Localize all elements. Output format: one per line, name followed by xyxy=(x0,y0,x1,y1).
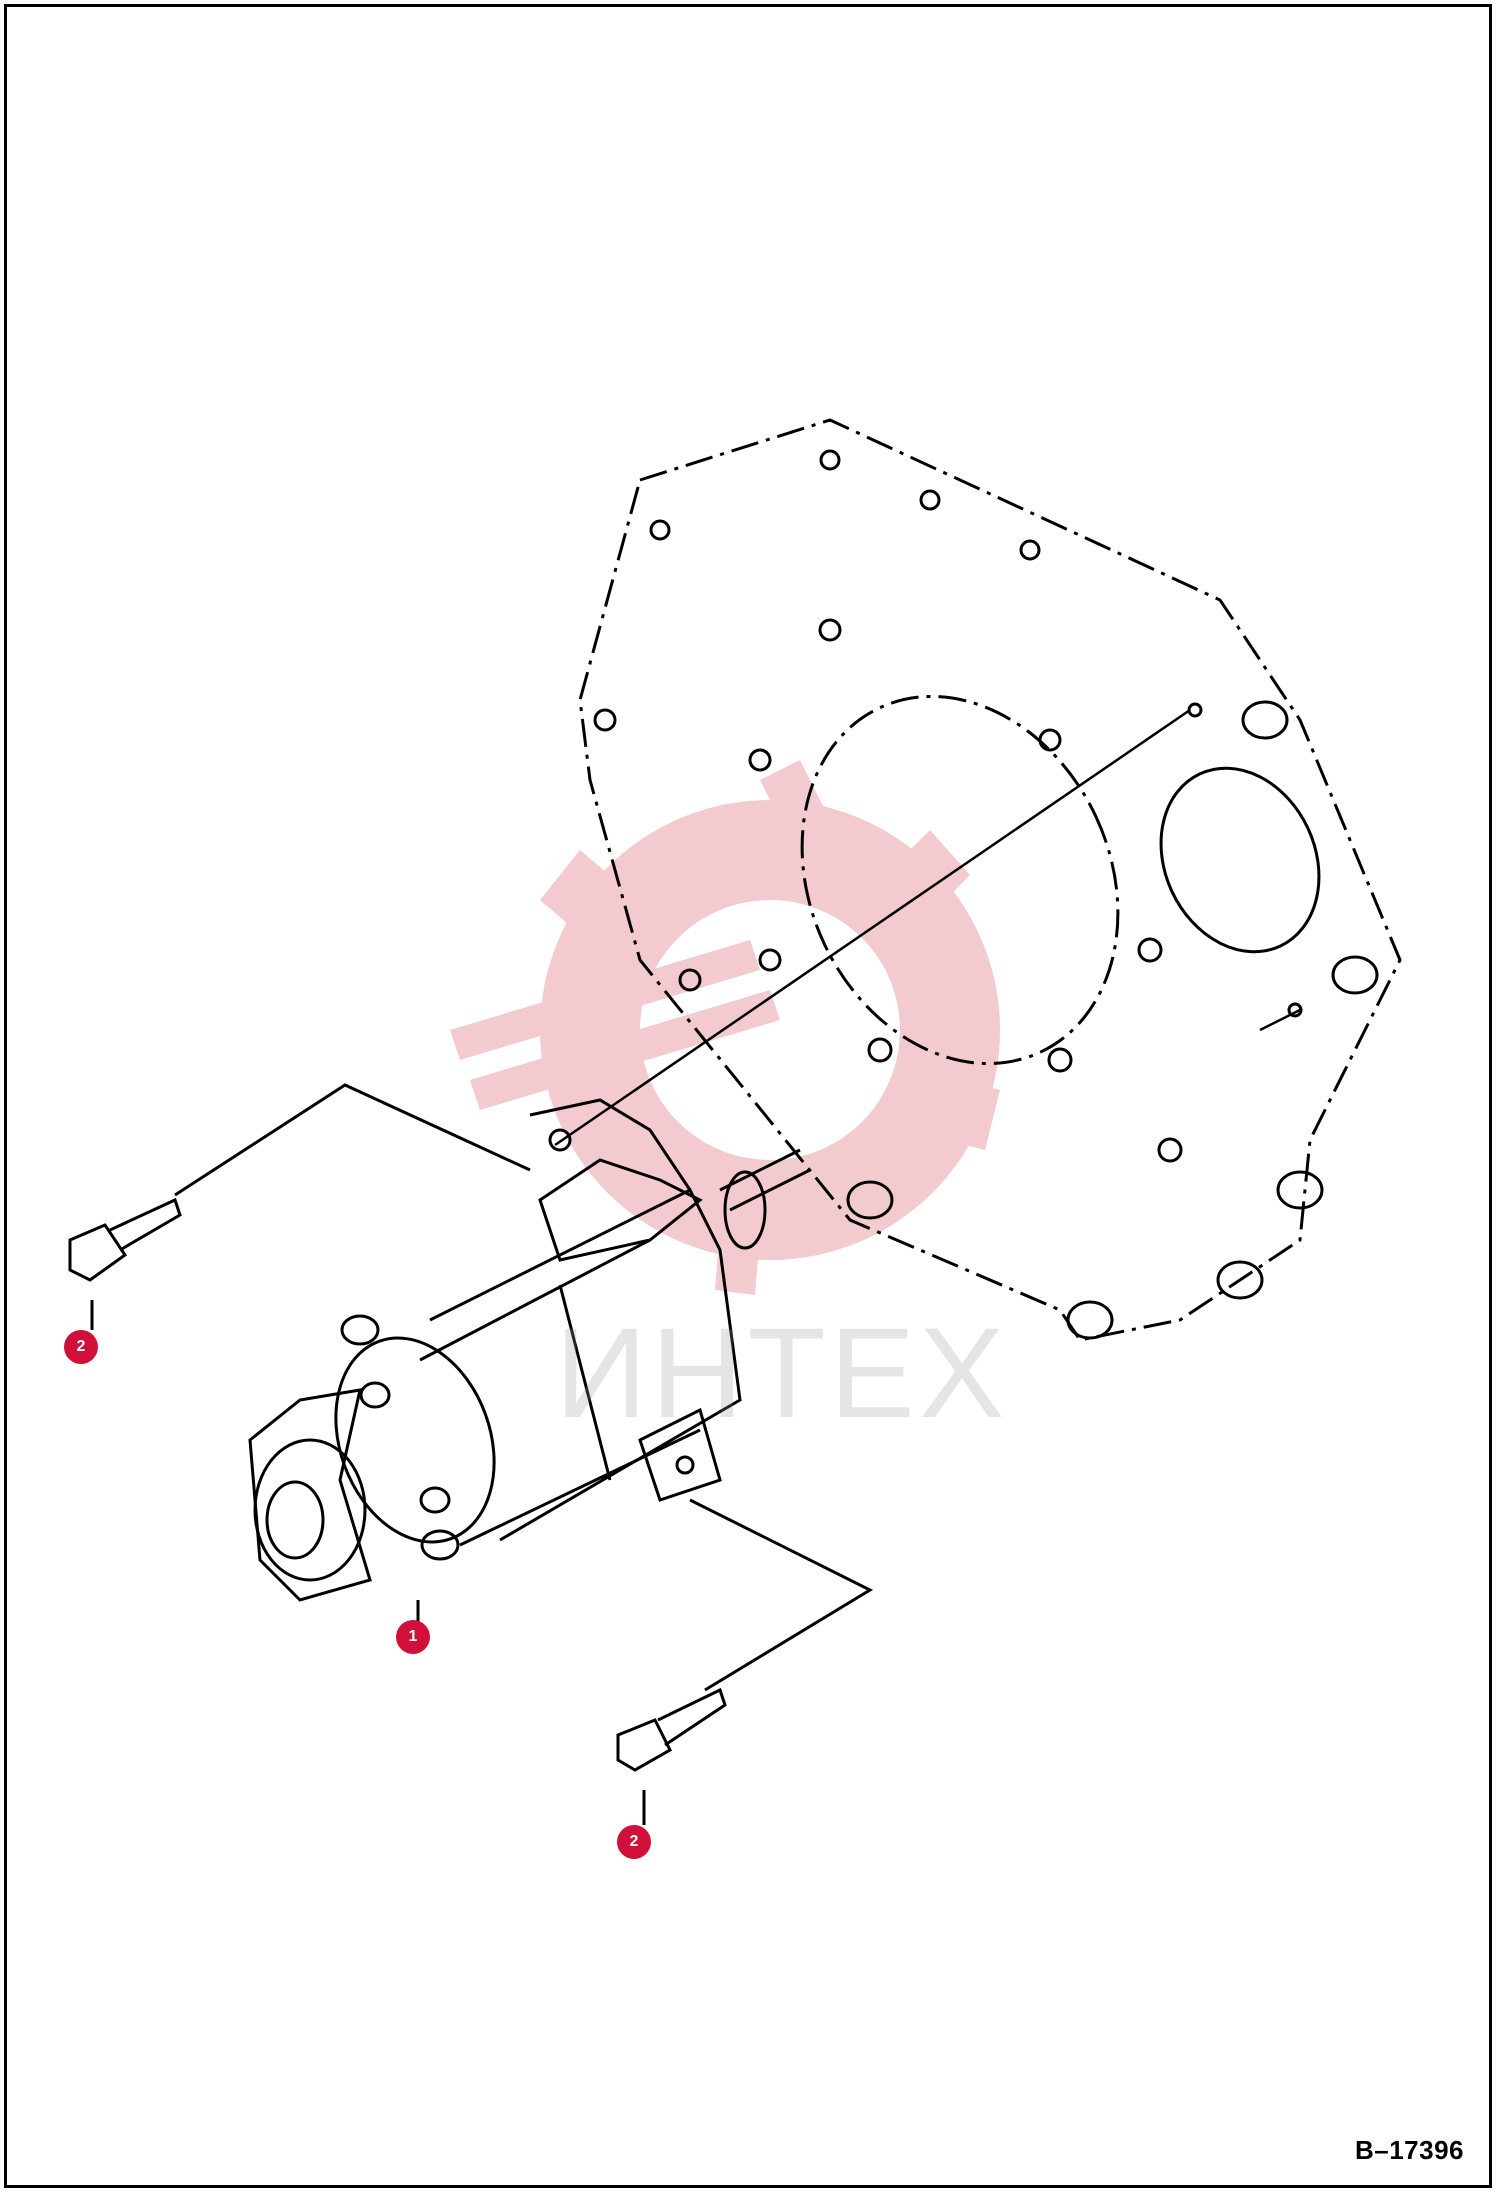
figure-number: B–17396 xyxy=(1354,2135,1464,2165)
callout-2-upper[interactable]: 2 xyxy=(64,1330,98,1364)
bolt-lower-drawing xyxy=(616,1687,727,1772)
callout-2-lower[interactable]: 2 xyxy=(617,1825,651,1859)
callout-1-starter[interactable]: 1 xyxy=(396,1620,430,1654)
starter-motor-drawing xyxy=(248,1098,811,1602)
alignment-line xyxy=(554,708,1191,1147)
bolt-upper-drawing xyxy=(68,1197,182,1282)
watermark-text: ИНТЕХ xyxy=(555,1302,1009,1445)
diagram-frame xyxy=(4,4,1492,2188)
leader-lines xyxy=(90,1083,874,1825)
flywheel-housing xyxy=(578,418,1402,1342)
watermark-logo xyxy=(450,760,1000,1295)
